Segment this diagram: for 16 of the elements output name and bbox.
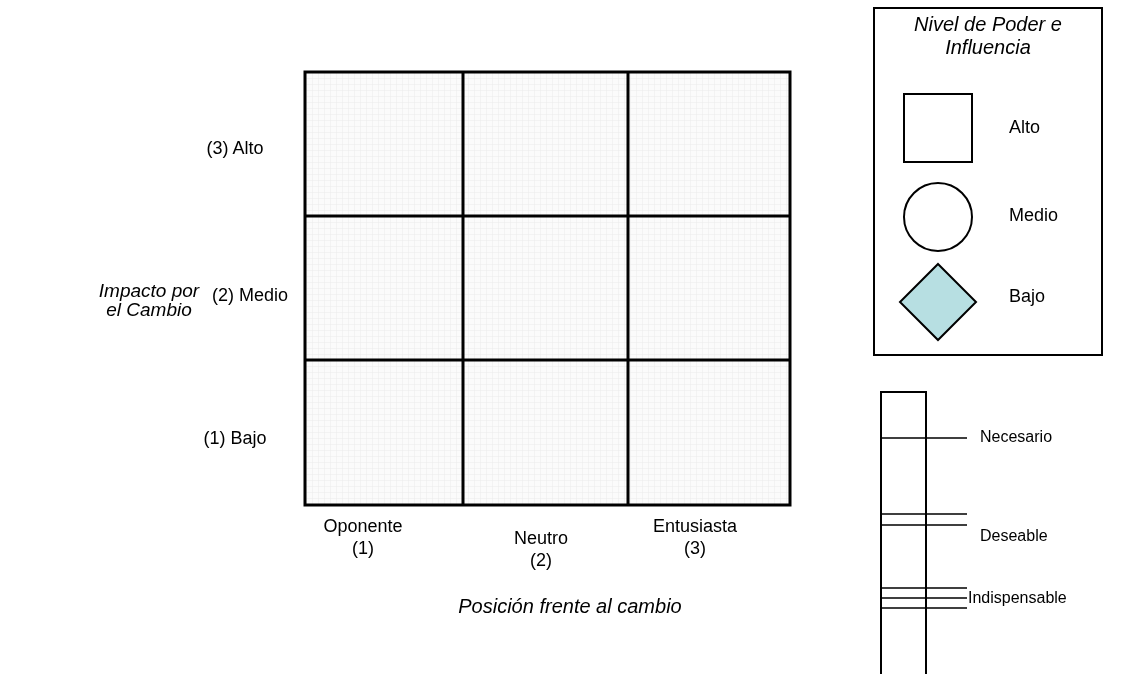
axis-title: Impacto por el Cambio (97, 281, 201, 319)
legend-title: Nivel de Poder e Influencia (913, 13, 1063, 59)
scale-label: Necesario (980, 427, 1054, 447)
column-label: Entusiasta (3) (651, 516, 739, 560)
legend-label: Alto (1009, 117, 1041, 139)
legend-label: Bajo (1009, 286, 1046, 308)
row-label: (1) Bajo (202, 428, 268, 450)
axis-title: Posición frente al cambio (457, 594, 683, 618)
scale-label: Deseable (980, 526, 1049, 546)
row-label: (3) Alto (205, 138, 265, 160)
legend-label: Medio (1009, 205, 1059, 227)
scale-label: Indispensable (968, 588, 1068, 608)
column-label: Oponente (1) (322, 516, 404, 560)
column-label: Neutro (2) (513, 528, 569, 572)
legend-panel (873, 7, 1103, 356)
row-label: (2) Medio (211, 285, 289, 307)
